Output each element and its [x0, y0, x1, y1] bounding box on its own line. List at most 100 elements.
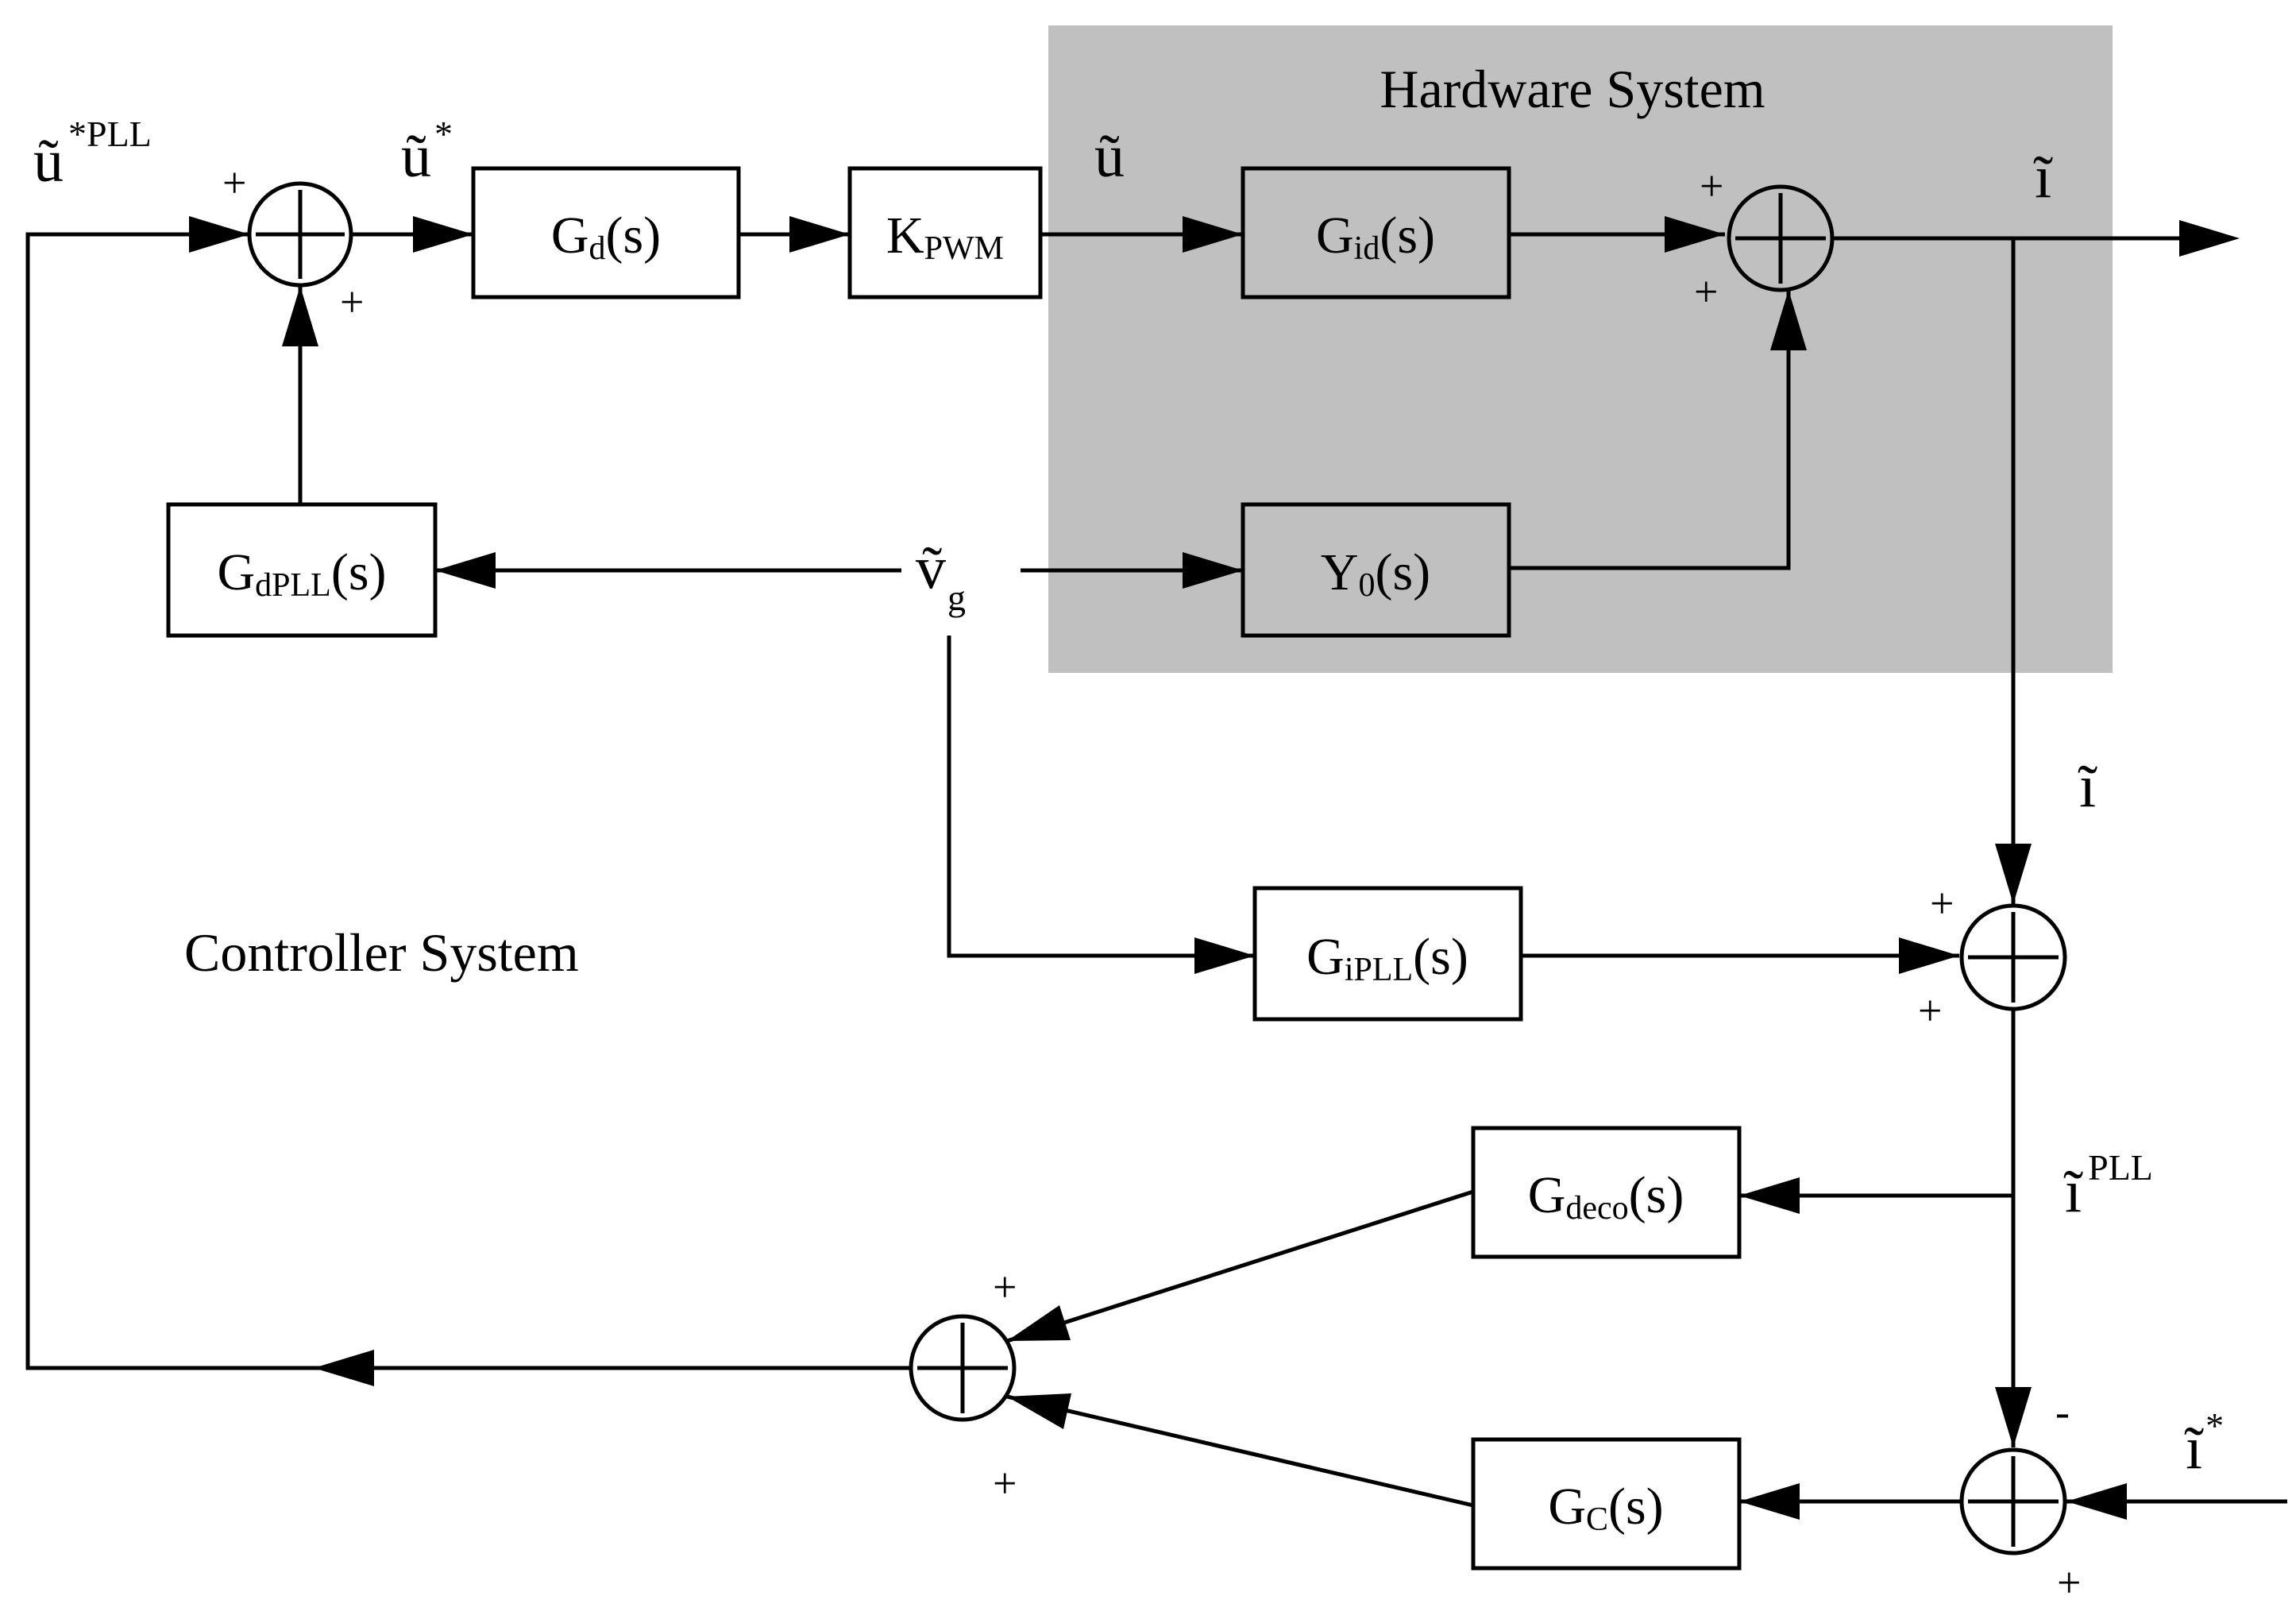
signal-vg: ṽg: [916, 535, 966, 618]
block-gid-sub: id: [1354, 230, 1380, 267]
block-gdpll-sub: dPLL: [255, 567, 331, 604]
arrowhead: [1739, 1483, 1800, 1520]
svg-text:Y0(s): Y0(s): [1321, 543, 1430, 604]
summing-junction-4: [1959, 1447, 2067, 1555]
signal-u-star-pll-sup: *PLL: [68, 114, 152, 154]
sign-s4-bottom: +: [2057, 1559, 2081, 1606]
controller-system-label: Controller System: [184, 922, 579, 983]
sign-s3-top: +: [1930, 879, 1954, 927]
arrowhead: [1899, 937, 1959, 974]
block-gd: Gd(s): [471, 166, 741, 299]
block-kpwm-sub: PWM: [924, 230, 1004, 267]
block-gid-tail: (s): [1380, 207, 1435, 265]
arrowhead: [189, 216, 249, 253]
arrowhead: [1194, 937, 1255, 974]
sign-s2-top: +: [1700, 162, 1723, 210]
hardware-system-label: Hardware System: [1380, 59, 1765, 119]
arrowhead: [1770, 290, 1807, 350]
svg-text:GiPLL(s): GiPLL(s): [1306, 928, 1468, 988]
block-gdpll-main: G: [218, 543, 256, 601]
sign-s1-bottom: +: [340, 278, 364, 326]
wire-y0-sum2: [1509, 290, 1791, 570]
block-gc-tail: (s): [1608, 1478, 1664, 1536]
signal-i-out: ĩ: [2033, 144, 2053, 211]
block-kpwm: KPWM: [847, 166, 1043, 299]
signal-i-pll-base: ĩ: [2063, 1158, 2083, 1225]
svg-text:Gdeco(s): Gdeco(s): [1528, 1166, 1684, 1227]
block-gc: GC(s): [1471, 1437, 1742, 1571]
block-gd-tail: (s): [606, 207, 662, 265]
block-gdeco-sub: deco: [1565, 1190, 1628, 1227]
summing-junction-1: [247, 181, 353, 288]
wire-vg-gipll: [947, 636, 1255, 958]
svg-text:GC(s): GC(s): [1548, 1478, 1663, 1538]
summing-junction-3: [1959, 903, 2067, 1011]
signal-i-feedback: ĩ: [2078, 753, 2097, 820]
block-y0-main: Y: [1321, 543, 1359, 601]
arrowhead: [1183, 552, 1243, 589]
sign-s4-top: -: [2055, 1388, 2070, 1436]
signal-u: ũ: [1094, 123, 1125, 190]
block-gid-main: G: [1316, 207, 1354, 265]
signal-u-star: ũ*: [401, 114, 453, 190]
block-gipll-main: G: [1306, 928, 1345, 986]
arrowhead: [789, 216, 850, 253]
signal-u-star-sup: *: [434, 114, 453, 154]
block-gdpll: GdPLL(s): [166, 502, 438, 638]
signal-i-ref-base: ĩ: [2184, 1415, 2204, 1482]
sign-s2-bottom: +: [1694, 268, 1718, 315]
signal-i-ref: ĩ*: [2184, 1405, 2224, 1482]
block-gdeco-tail: (s): [1629, 1166, 1684, 1224]
block-gc-main: G: [1548, 1478, 1586, 1536]
sign-s1-top: +: [222, 159, 246, 207]
block-gipll-sub: iPLL: [1345, 952, 1413, 988]
block-y0-sub: 0: [1359, 567, 1376, 604]
summing-junction-5: [909, 1314, 1017, 1422]
sign-s5-top: +: [993, 1263, 1017, 1311]
arrowhead: [1739, 1177, 1800, 1214]
block-y0-tail: (s): [1376, 543, 1431, 601]
svg-text:Gid(s): Gid(s): [1316, 207, 1435, 267]
svg-text:GdPLL(s): GdPLL(s): [218, 543, 387, 604]
arrowhead: [1007, 1393, 1071, 1429]
arrowhead: [1007, 1305, 1071, 1341]
signal-i-ref-sup: *: [2205, 1405, 2224, 1446]
svg-text:Gd(s): Gd(s): [551, 207, 661, 267]
arrowhead: [2179, 220, 2240, 257]
signal-i-pll-sup: PLL: [2088, 1147, 2153, 1188]
summing-junction-2: [1727, 184, 1835, 292]
block-y0: Y0(s): [1241, 502, 1511, 638]
block-gid: Gid(s): [1241, 166, 1511, 299]
block-kpwm-main: K: [886, 207, 924, 265]
arrowhead: [2066, 1483, 2127, 1520]
arrowhead: [314, 1350, 374, 1386]
signal-u-star-base: ũ: [401, 123, 431, 190]
signal-vg-sub: g: [947, 578, 966, 618]
block-gipll-tail: (s): [1413, 928, 1468, 986]
sign-s5-bottom: +: [993, 1459, 1017, 1507]
wire-gc-sum5: [1006, 1394, 1474, 1508]
block-gd-sub: d: [589, 230, 606, 267]
feedback-wire: [25, 232, 911, 1370]
block-gdeco-main: G: [1528, 1166, 1566, 1224]
block-gdeco: Gdeco(s): [1471, 1126, 1742, 1259]
svg-text:KPWM: KPWM: [886, 207, 1004, 267]
block-gdpll-tail: (s): [331, 543, 387, 601]
hardware-system-region: [1048, 25, 2113, 673]
arrowhead: [1665, 216, 1725, 253]
arrowhead: [1995, 1387, 2032, 1447]
arrowhead: [282, 286, 318, 346]
block-gd-main: G: [551, 207, 589, 265]
wire-gdeco-sum5: [1006, 1189, 1474, 1343]
signal-u-star-pll: ũ*PLL: [33, 114, 152, 195]
signal-vg-base: ṽ: [916, 535, 946, 601]
block-gipll: GiPLL(s): [1252, 886, 1523, 1022]
arrowhead: [1183, 216, 1243, 253]
arrowhead: [413, 216, 473, 253]
arrowhead: [435, 552, 496, 589]
signal-u-star-pll-base: ũ: [33, 128, 64, 195]
block-gc-sub: C: [1586, 1501, 1608, 1538]
sign-s3-bottom: +: [1918, 987, 1942, 1034]
